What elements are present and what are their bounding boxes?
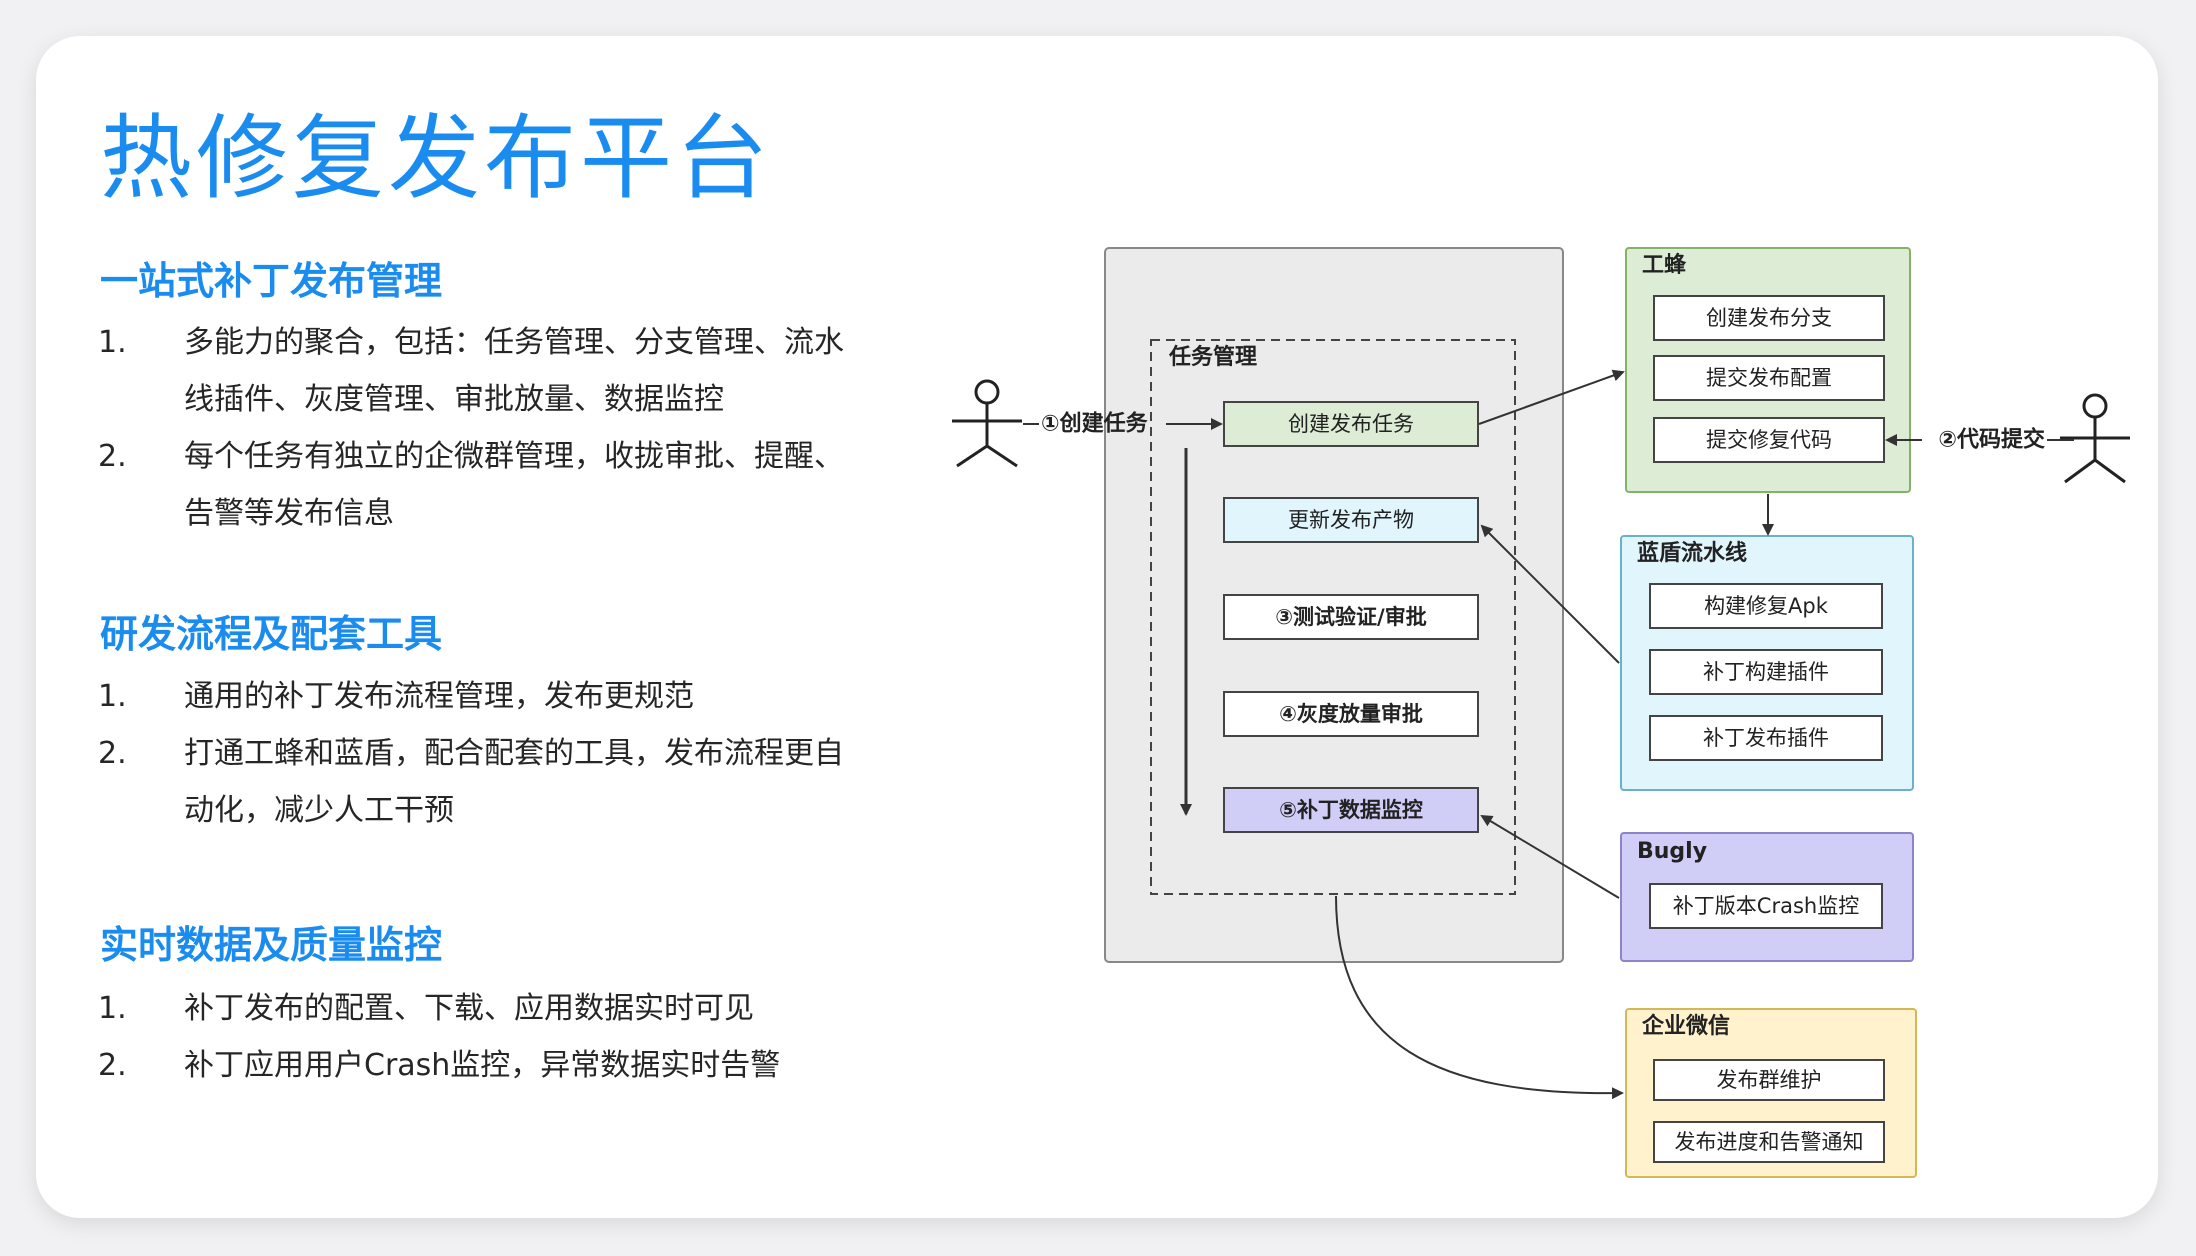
bugly-item: 补丁版本Crash监控 [1649, 883, 1883, 929]
svg-text:发布进度和告警通知: 发布进度和告警通知 [1675, 1130, 1864, 1154]
section-list-1: 1. 多能力的聚合，包括：任务管理、分支管理、流水 线插件、灰度管理、审批放量、… [98, 314, 918, 542]
svg-text:补丁构建插件: 补丁构建插件 [1703, 660, 1829, 684]
wecom-title: 企业微信 [1641, 1013, 1730, 1039]
arrow-landun-to-update [1480, 524, 1620, 664]
gongfeng-item: 提交修复代码 [1653, 417, 1885, 463]
list-item: 1. 补丁发布的配置、下载、应用数据实时可见 [98, 991, 754, 1026]
landun-title: 蓝盾流水线 [1637, 540, 1747, 566]
section-list-3: 1. 补丁发布的配置、下载、应用数据实时可见 2. 补丁应用用户Crash监控，… [98, 980, 918, 1094]
task-management-group [1150, 339, 1516, 895]
wecom-item: 发布进度和告警通知 [1653, 1121, 1885, 1163]
landun-item: 构建修复Apk [1649, 583, 1883, 629]
svg-text:构建修复Apk: 构建修复Apk [1704, 594, 1829, 618]
task-management-title: 任务管理 [1168, 344, 1257, 370]
gongfeng-item: 创建发布分支 [1653, 295, 1885, 341]
gongfeng-item: 提交发布配置 [1653, 355, 1885, 401]
landun-item: 补丁构建插件 [1649, 649, 1883, 695]
arrow-task-to-gongfeng [1478, 369, 1625, 425]
arrow-task-to-wecom [1335, 895, 1624, 1100]
svg-text:③测试验证/审批: ③测试验证/审批 [1275, 605, 1426, 629]
task-step-monitor: ⑤补丁数据监控 [1223, 787, 1479, 833]
svg-text:④灰度放量审批: ④灰度放量审批 [1279, 702, 1423, 726]
section-list-2: 1. 通用的补丁发布流程管理，发布更规范 2. 打通工蜂和蓝盾，配合配套的工具，… [98, 668, 918, 839]
task-step-update: 更新发布产物 [1223, 497, 1479, 543]
bugly-title: Bugly [1637, 839, 1707, 864]
gongfeng-title: 工蜂 [1642, 252, 1687, 278]
task-step-create: 创建发布任务 [1223, 401, 1479, 447]
edge-label-submit-code: ②代码提交 [1938, 427, 2045, 453]
svg-text:更新发布产物: 更新发布产物 [1288, 508, 1414, 532]
svg-text:补丁发布插件: 补丁发布插件 [1703, 726, 1829, 750]
list-item: 1. 通用的补丁发布流程管理，发布更规范 [98, 679, 694, 714]
list-item: 2. 补丁应用用户Crash监控，异常数据实时告警 [98, 1048, 781, 1083]
svg-text:创建发布任务: 创建发布任务 [1288, 412, 1414, 436]
page-title: 热修复发布平台 [100, 105, 773, 212]
svg-text:发布群维护: 发布群维护 [1717, 1068, 1822, 1092]
architecture-diagram: 任务管理 创建发布任务 更新发布产物 ③测试验证/审批 ④灰度放量审批 ⑤补丁数… [952, 247, 2130, 1178]
svg-text:提交修复代码: 提交修复代码 [1706, 428, 1832, 452]
task-step-gray: ④灰度放量审批 [1223, 691, 1479, 737]
list-item: 2. 每个任务有独立的企微群管理，收拢审批、提醒、 告警等发布信息 [98, 439, 844, 531]
list-item: 2. 打通工蜂和蓝盾，配合配套的工具，发布流程更自 动化，减少人工干预 [98, 736, 844, 828]
developer-actor-right-icon [2060, 393, 2130, 484]
wecom-item: 发布群维护 [1653, 1059, 1885, 1101]
arrow-bugly-to-monitor [1480, 814, 1620, 899]
section-title-1: 一站式补丁发布管理 [100, 259, 443, 303]
landun-item: 补丁发布插件 [1649, 715, 1883, 761]
list-item: 1. 多能力的聚合，包括：任务管理、分支管理、流水 线插件、灰度管理、审批放量、… [98, 325, 844, 417]
slide-card: 热修复发布平台 一站式补丁发布管理 1. 多能力的聚合，包括：任务管理、分支管理… [36, 36, 2158, 1218]
edge-label-create-task: ①创建任务 [1041, 411, 1149, 437]
section-title-2: 研发流程及配套工具 [100, 612, 443, 656]
svg-text:提交发布配置: 提交发布配置 [1706, 366, 1832, 390]
task-step-test: ③测试验证/审批 [1223, 594, 1479, 640]
section-title-3: 实时数据及质量监控 [100, 923, 443, 967]
svg-text:⑤补丁数据监控: ⑤补丁数据监控 [1279, 798, 1423, 822]
svg-text:补丁版本Crash监控: 补丁版本Crash监控 [1673, 894, 1859, 918]
developer-actor-left-icon [952, 379, 1022, 468]
svg-text:创建发布分支: 创建发布分支 [1706, 306, 1832, 330]
